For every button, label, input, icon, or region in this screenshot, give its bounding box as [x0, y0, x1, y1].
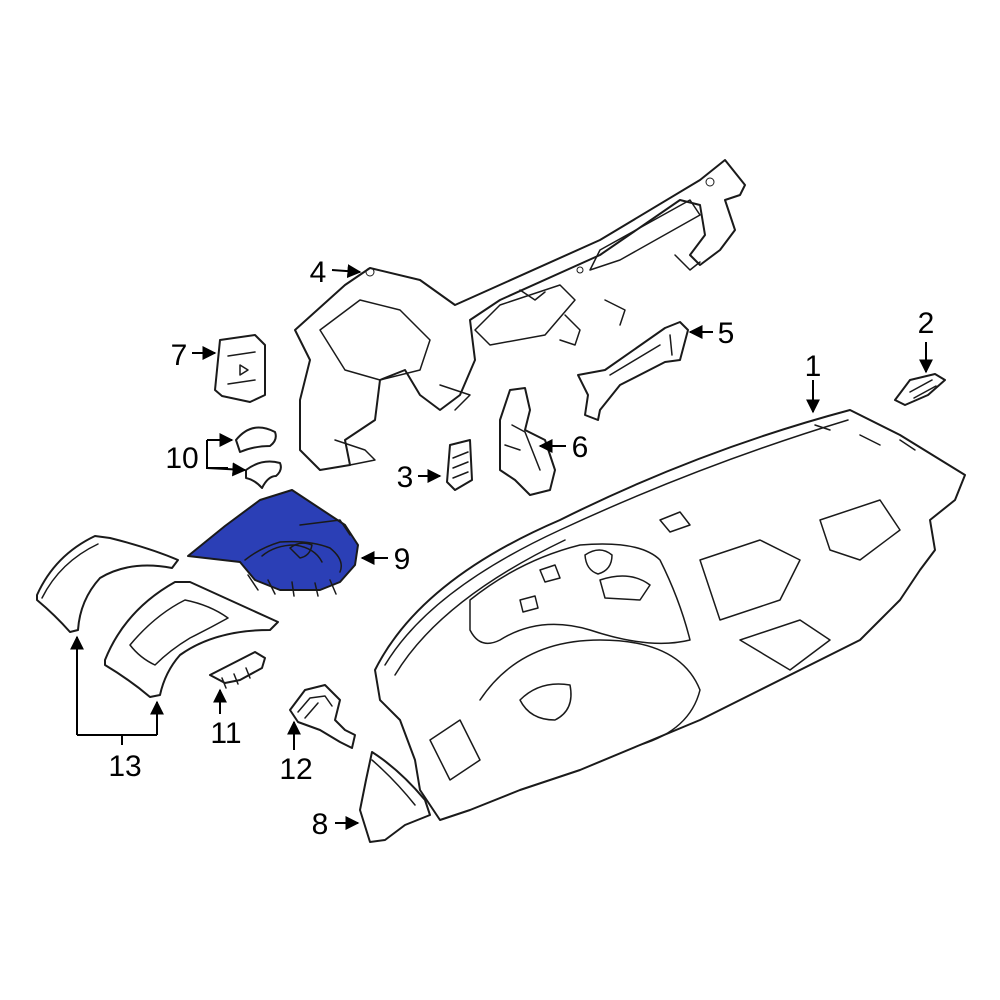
part-cover-highlighted[interactable] — [187, 489, 359, 597]
callout-1: 1 — [805, 350, 822, 383]
callout-8: 8 — [312, 808, 329, 841]
part-trim-panels-13[interactable] — [36, 535, 279, 698]
callout-11: 11 — [210, 717, 241, 750]
callout-6: 6 — [572, 431, 589, 464]
part-covers-10[interactable] — [235, 426, 282, 489]
callout-13: 13 — [108, 750, 141, 783]
part-vent-3[interactable] — [446, 439, 473, 491]
callout-4: 4 — [310, 256, 327, 289]
part-clip-11[interactable] — [209, 651, 266, 689]
part-vent-2[interactable] — [894, 373, 946, 406]
part-duct-12[interactable] — [289, 684, 356, 749]
callout-3: 3 — [397, 461, 414, 494]
callout-7: 7 — [171, 339, 188, 372]
part-instrument-panel[interactable] — [374, 409, 966, 821]
leader-lines — [70, 264, 933, 830]
callout-12: 12 — [279, 753, 312, 786]
callout-labels: 1 2 3 4 5 6 7 8 9 10 11 12 13 — [108, 256, 934, 841]
part-brace-5[interactable] — [577, 321, 689, 421]
callout-10: 10 — [165, 442, 198, 475]
part-end-cover-8[interactable] — [359, 751, 431, 843]
callout-2: 2 — [918, 307, 935, 340]
callout-9: 9 — [394, 543, 411, 576]
part-bracket-7[interactable] — [214, 334, 266, 403]
part-bracket-6[interactable] — [499, 387, 556, 496]
callout-5: 5 — [718, 317, 735, 350]
part-cross-car-beam[interactable] — [294, 159, 746, 471]
